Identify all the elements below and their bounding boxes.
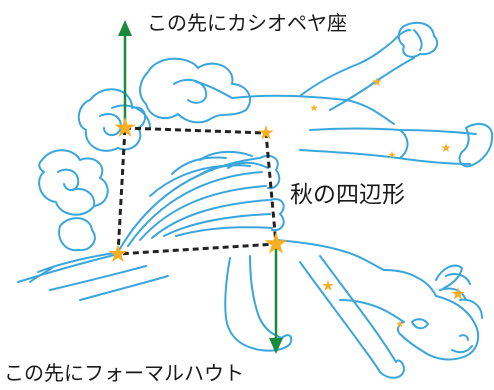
bottom-arrow-label: この先にフォーマルハウト [4, 361, 244, 385]
wing-lower-strand-5 [29, 267, 53, 283]
stars [108, 77, 465, 328]
feather-6 [175, 226, 273, 237]
feather-4 [151, 199, 269, 239]
star-icon [396, 320, 404, 328]
upper-wing-curl-5 [38, 149, 109, 216]
upper-wing-curl-1 [139, 57, 251, 124]
ear-1 [435, 264, 463, 289]
star-icon [441, 143, 451, 153]
upper-wing-curl-2 [173, 78, 208, 104]
upper-leg-front [299, 29, 411, 97]
lower-leg-3 [319, 255, 397, 363]
mane-2 [459, 298, 483, 319]
star-icon [451, 287, 465, 300]
feather-tip-2 [269, 198, 285, 232]
ear-2 [445, 273, 471, 285]
star-icon [114, 117, 136, 137]
mid-leg-bottom [299, 149, 471, 165]
neck-top [383, 269, 437, 297]
upper-wing-curl-8 [111, 104, 151, 129]
upper-wing-curl-9 [71, 188, 96, 207]
neck-bottom [339, 299, 405, 323]
feather-3 [139, 185, 267, 241]
feather-5 [163, 213, 271, 237]
top-arrow-label: この先にカシオペヤ座 [147, 11, 347, 35]
body-belly [275, 239, 385, 271]
star-icon [264, 232, 288, 254]
upper-wing-curl-7 [58, 217, 96, 252]
lower-leg-2 [299, 261, 381, 373]
mid-leg-top [309, 127, 477, 135]
star-icon [388, 151, 396, 159]
lower-leg-back [249, 255, 283, 339]
square-label: 秋の四辺形 [290, 182, 405, 208]
upper-leg-back [329, 57, 415, 111]
triangle-arrowhead-icon [118, 20, 132, 36]
wing-lower-strand-4 [79, 275, 169, 301]
mouth [451, 345, 473, 354]
feather-8 [171, 156, 227, 175]
body-top [231, 94, 395, 125]
lower-leg-front [224, 257, 253, 349]
wing-lower-strand-3 [49, 265, 147, 291]
upper-wing-curl-4 [99, 112, 122, 136]
feather-10 [199, 150, 253, 161]
feather-1 [117, 157, 261, 253]
triangle-arrowhead-icon [269, 338, 283, 354]
feather-9 [197, 164, 251, 177]
star-icon [372, 77, 382, 87]
body-rump [195, 81, 233, 99]
mid-hoof [458, 122, 494, 168]
mane-1 [439, 287, 467, 301]
wing-lower-strand-1 [17, 253, 119, 283]
north-arrow [118, 20, 132, 124]
upper-hoof-detail [413, 29, 423, 51]
lower-hoof [251, 334, 293, 352]
feather-7 [149, 165, 223, 197]
great-square [116, 126, 278, 256]
south-arrow [269, 248, 283, 354]
upper-hoof [397, 21, 439, 58]
nostril [459, 334, 469, 341]
star-icon [310, 104, 318, 112]
feather-11 [227, 161, 269, 169]
head-outline [396, 295, 480, 361]
star-icon [322, 280, 334, 291]
upper-wing-curl-6 [57, 168, 80, 191]
eye [411, 318, 429, 330]
pegasus-outline [17, 21, 494, 379]
lower-hoof-2 [379, 359, 405, 379]
feather-2 [127, 171, 263, 247]
mid-leg-knee [399, 129, 409, 159]
star-icon [258, 125, 274, 140]
star-icon [108, 244, 128, 263]
upper-wing-curl-3 [77, 88, 147, 152]
